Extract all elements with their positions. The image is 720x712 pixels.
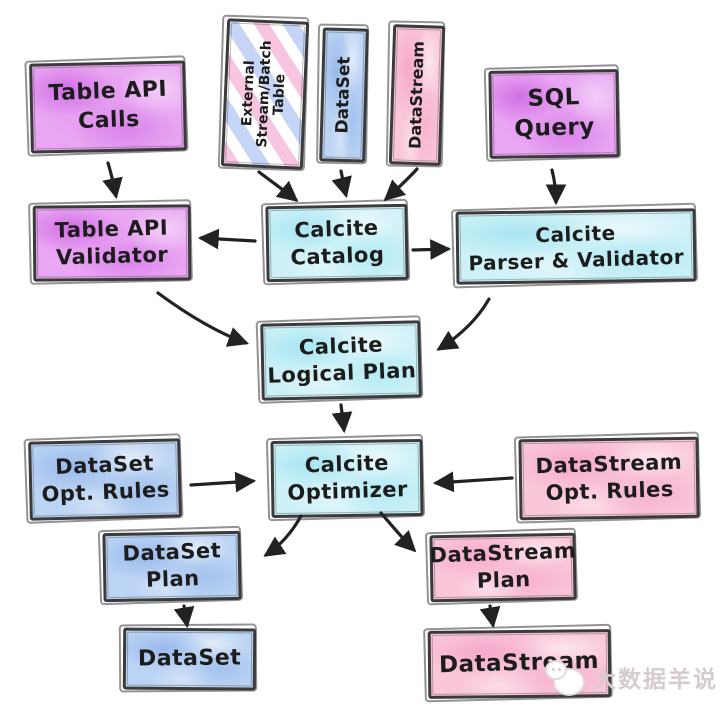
edge-calls-to-validator [102,161,123,200]
node-label: Table API Calls [47,77,168,135]
node-label: Calcite Parser & Validator [468,220,685,275]
edge-dataset-plan-to-sink [173,604,195,629]
node-calcite-catalog: Calcite Catalog [265,203,409,283]
node-label: DataSet [137,645,242,672]
sheep-icon [545,660,585,696]
edge-dataset-rules-to-optimizer [189,471,257,493]
node-calcite-logical-plan: Calcite Logical Plan [260,320,422,401]
node-sql-query: SQL Query [488,69,620,159]
node-datastream-opt-rules: DataStream Opt. Rules [518,436,700,521]
edge-catalog-to-validator [197,228,257,250]
edge-parser-to-logical-plan [436,297,491,351]
node-dataset-opt-rules: DataSet Opt. Rules [28,438,182,521]
edge-logical-plan-to-optimizer [331,403,353,434]
node-label: DataSet Plan [121,538,222,593]
node-dataset-sink: DataSet [122,627,257,691]
node-label: Calcite Logical Plan [266,332,417,389]
node-calcite-parser-validator: Calcite Parser & Validator [455,208,697,285]
node-label: Calcite Catalog [290,215,385,270]
edge-external-to-catalog [257,170,299,202]
edge-sql-to-parser [545,168,567,206]
node-table-api-calls: Table API Calls [29,60,187,154]
node-datastream-plan: DataStream Plan [428,532,577,603]
edge-dataset-to-catalog [331,169,352,199]
node-external-stream-batch-table: External Stream/Batch Table [220,18,310,170]
watermark: 大数据羊说 [545,660,718,696]
node-label: DataSet [332,56,355,134]
node-label: Table API Validator [54,215,169,270]
edge-optimizer-to-datastream-plan [379,511,417,553]
edge-datastream-rules-to-optimizer [432,471,514,493]
node-calcite-optimizer: Calcite Optimizer [270,438,424,519]
node-label: DataStream [405,40,428,150]
node-label: DataSet Opt. Rules [40,451,171,508]
edge-datastream-plan-to-sink [479,604,501,629]
node-datastream-source: DataStream [388,24,446,166]
watermark-text: 大数据羊说 [593,667,718,693]
node-label: DataStream Opt. Rules [534,449,683,506]
node-label: External Stream/Batch Table [239,39,289,148]
edge-validator-to-logical-plan [156,291,249,347]
edge-optimizer-to-dataset-plan [263,514,303,557]
node-label: Calcite Optimizer [286,450,409,506]
node-label: DataStream Plan [428,538,577,594]
node-label: SQL Query [513,84,596,143]
edge-catalog-to-parser [411,239,452,260]
node-dataset-plan: DataSet Plan [102,530,242,603]
node-dataset-source: DataSet [319,27,369,163]
node-table-api-validator: Table API Validator [32,204,192,282]
edge-datastream-to-catalog [383,167,419,202]
